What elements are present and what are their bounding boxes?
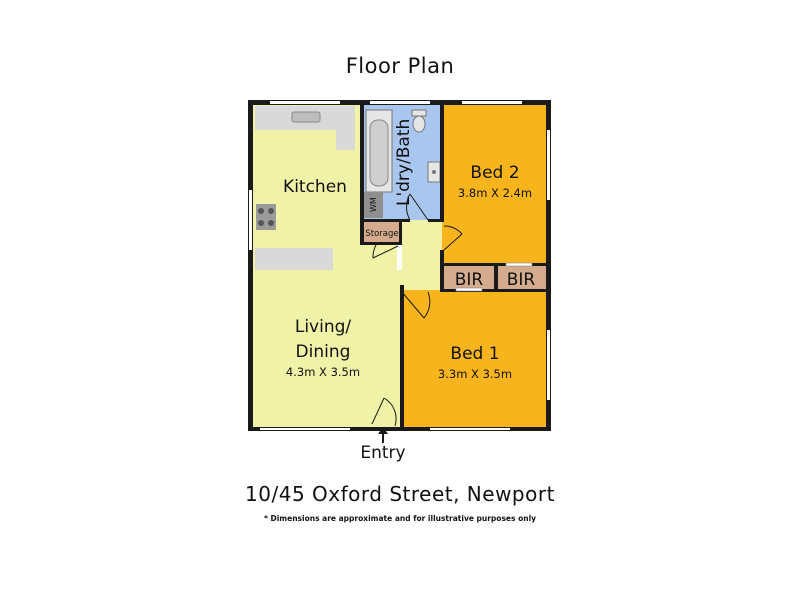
bir-left [444,266,494,290]
washing-machine-box [363,192,383,218]
door-swings [371,193,463,427]
bed-2-label: Bed 2 [470,163,519,183]
property-address: 10/45 Oxford Street, Newport [245,482,555,506]
basin-icon [427,161,441,183]
bed-1-dimensions: 3.3m X 3.5m [438,367,512,381]
storage-room [362,222,402,242]
bed-2-dimensions: 3.8m X 2.4m [458,186,532,200]
kitchen-bench-inner [278,130,336,248]
living-label-line2: Dining [296,342,351,362]
bir-right-label: BIR [507,270,536,290]
cooktop-icon [256,204,276,230]
laundry-bath-label: L'dry/Bath [394,119,414,206]
bed-1-label: Bed 1 [450,344,499,364]
living-dimensions: 4.3m X 3.5m [286,365,360,379]
up-arrow-icon [378,427,388,443]
kitchen-label: Kitchen [283,177,347,197]
bed-1-room [402,290,548,428]
storage-label: Storage [365,229,398,239]
hallway [402,220,442,290]
bir-left-label: BIR [455,270,484,290]
living-label-line1: Living/ [295,317,352,337]
page-title: Floor Plan [345,54,455,78]
bir-doors [455,262,533,292]
bed-2-room [442,104,548,264]
toilet-icon [411,109,427,133]
bathtub-icon [365,109,393,193]
sink-icon [291,111,321,123]
bir-right [498,266,548,290]
disclaimer-note: * Dimensions are approximate and for ill… [263,514,537,523]
windows [249,101,550,430]
washing-machine-label: WM [369,197,378,212]
entry-label: Entry [360,443,405,463]
